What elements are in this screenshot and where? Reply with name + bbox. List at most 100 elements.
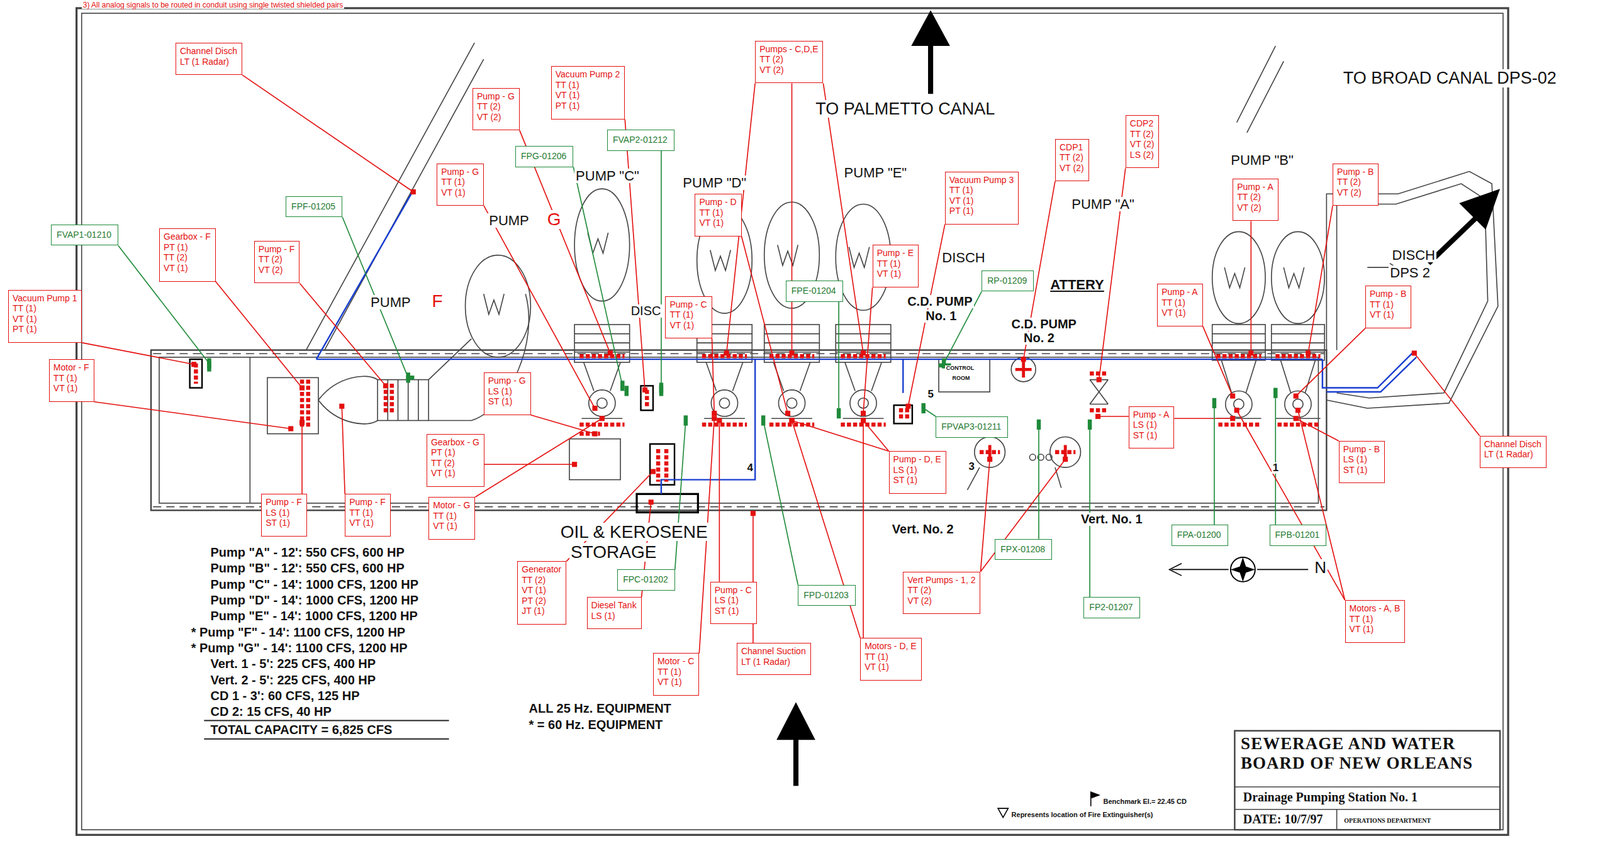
- sensor-marker: [299, 420, 305, 426]
- sensor-marker: [1095, 413, 1101, 420]
- plan-label: N: [1313, 559, 1328, 577]
- title-block-text: Represents location of Fire Extinguisher…: [1010, 811, 1155, 820]
- sensor-marker: [405, 372, 410, 383]
- signal-line: VT (1): [163, 262, 211, 274]
- box-heading: Channel Disch: [179, 45, 238, 57]
- plan-label: C.D. PUMP: [1010, 317, 1078, 331]
- sensor-marker: [987, 456, 993, 462]
- leader-line: [1236, 410, 1346, 601]
- plan-label: 1: [1271, 462, 1280, 474]
- sensor-marker: [905, 403, 911, 409]
- box-heading: Vacuum Pump 1: [12, 293, 77, 304]
- signal-line: TT (2): [907, 585, 976, 596]
- box-heading: FPD-01203: [803, 590, 849, 601]
- box-heading: FPC-01202: [622, 574, 669, 586]
- capacity-table-row: TOTAL CAPACITY = 6,825 CFS: [208, 723, 394, 737]
- signal-callout-box: Pump - DTT (1)VT (1): [694, 193, 742, 237]
- title-block-text: OPERATIONS DEPARTMENT: [1342, 817, 1433, 825]
- signal-line: TT (2): [521, 575, 562, 586]
- leader-line: [792, 420, 861, 639]
- box-heading: Pump - D, E: [893, 454, 942, 465]
- signal-line: ST (1): [265, 517, 303, 529]
- box-heading: Generator: [521, 564, 562, 576]
- signal-callout-box: Vacuum Pump 2TT (1)VT (1)PT (1): [551, 66, 625, 119]
- sensor-marker: [1293, 393, 1299, 399]
- box-heading: Pumps - C,D,E: [759, 44, 818, 55]
- signal-line: TT (2): [430, 458, 480, 469]
- sensor-marker: [1062, 456, 1068, 462]
- box-heading: FPX-01208: [1000, 544, 1046, 555]
- field-panel-box: FPC-01202: [617, 569, 676, 591]
- signal-line: TT (1): [877, 258, 914, 270]
- sensor-marker: [788, 350, 795, 356]
- signal-callout-box: Pump - ATT (2)VT (2): [1232, 178, 1279, 222]
- sensor-marker: [761, 415, 766, 426]
- sensor-marker: [659, 382, 664, 393]
- field-panel-box: FPE-01204: [785, 280, 844, 303]
- leader-line: [215, 281, 303, 389]
- plan-label: DISC: [629, 304, 663, 318]
- signal-callout-box: Motor - CTT (1)VT (1): [653, 653, 700, 696]
- capacity-table-row: Pump "C" - 14': 1000 CFS, 1200 HP: [208, 578, 420, 592]
- leader-line: [1308, 205, 1333, 353]
- box-heading: Motors - A, B: [1349, 603, 1401, 615]
- sensor-marker: [921, 403, 925, 414]
- box-heading: Channel Suction: [741, 646, 806, 657]
- box-heading: Pump - E: [877, 247, 914, 259]
- plan-label: DPS 2: [1388, 265, 1432, 280]
- leader-line: [81, 342, 194, 365]
- signal-line: PT (1): [163, 242, 211, 253]
- capacity-table-row: Pump "E" - 14': 1000 CFS, 1200 HP: [208, 609, 419, 623]
- plan-label: PUMP "E": [843, 165, 909, 180]
- signal-callout-box: Pump - FTT (1)VT (1): [344, 493, 391, 537]
- plan-label: PUMP "A": [1070, 196, 1136, 212]
- signal-line: TT (1): [53, 373, 90, 384]
- box-heading: Pump - F: [349, 497, 386, 508]
- signal-line: TT (2): [1337, 176, 1374, 188]
- box-heading: CDP2: [1130, 118, 1155, 129]
- leader-line: [624, 119, 645, 391]
- signal-callout-box: CDP1TT (2)VT (2): [1055, 139, 1090, 182]
- signal-line: VT (1): [657, 676, 694, 688]
- leader-line: [475, 418, 603, 498]
- plan-label: * = 60 Hz. EQUIPMENT: [527, 718, 664, 732]
- sensor-marker: [1273, 388, 1278, 399]
- capacity-table-row: CD 1 - 3': 60 CFS, 125 HP: [208, 689, 361, 703]
- sensor-marker: [788, 417, 795, 423]
- signal-line: VT (2): [476, 111, 515, 123]
- signal-line: LS (2): [1130, 149, 1155, 161]
- box-heading: Channel Disch: [1484, 439, 1542, 450]
- title-block-text: Benchmark El.= 22.45 CD: [1102, 798, 1188, 806]
- sensor-marker: [1293, 415, 1299, 421]
- sensor-marker: [206, 358, 211, 369]
- box-heading: Pump - F: [258, 244, 296, 255]
- plan-label: STORAGE: [569, 542, 658, 562]
- leader-line: [863, 420, 890, 452]
- signal-line: TT (1): [432, 510, 470, 522]
- signal-line: TT (2): [163, 252, 211, 263]
- signal-line: VT (1): [1369, 309, 1407, 321]
- signal-callout-box: Pump - ATT (1)VT (1): [1157, 283, 1203, 327]
- leader-line: [1202, 326, 1233, 397]
- signal-callout-box: Pump - ALS (1)ST (1): [1128, 406, 1175, 450]
- signal-callout-box: Motors - A, BTT (1)VT (1): [1345, 600, 1406, 644]
- signal-line: VT (1): [430, 468, 480, 479]
- signal-line: ST (1): [488, 396, 526, 408]
- field-panel-box: FP2-01207: [1083, 597, 1140, 619]
- signal-callout-box: Channel DischLT (1 Radar): [175, 42, 243, 75]
- sensor-marker: [836, 408, 841, 419]
- signal-line: VT (1): [669, 320, 707, 331]
- sensor-marker: [1230, 393, 1236, 399]
- box-heading: Pump - F: [265, 497, 303, 508]
- sensor-marker: [788, 417, 795, 423]
- signal-line: TT (1): [1369, 299, 1407, 311]
- signal-callout-box: Pump - D, ELS (1)ST (1): [889, 451, 947, 494]
- leader-line: [531, 415, 596, 435]
- sensor-marker: [711, 410, 717, 416]
- sensor-marker: [750, 510, 756, 516]
- signal-line: VT (1): [949, 195, 1014, 207]
- field-panel-box: FVAP2-01212: [607, 129, 675, 152]
- signal-line: LS (1): [893, 464, 942, 476]
- leader-line: [791, 83, 793, 353]
- sensor-marker: [620, 380, 625, 391]
